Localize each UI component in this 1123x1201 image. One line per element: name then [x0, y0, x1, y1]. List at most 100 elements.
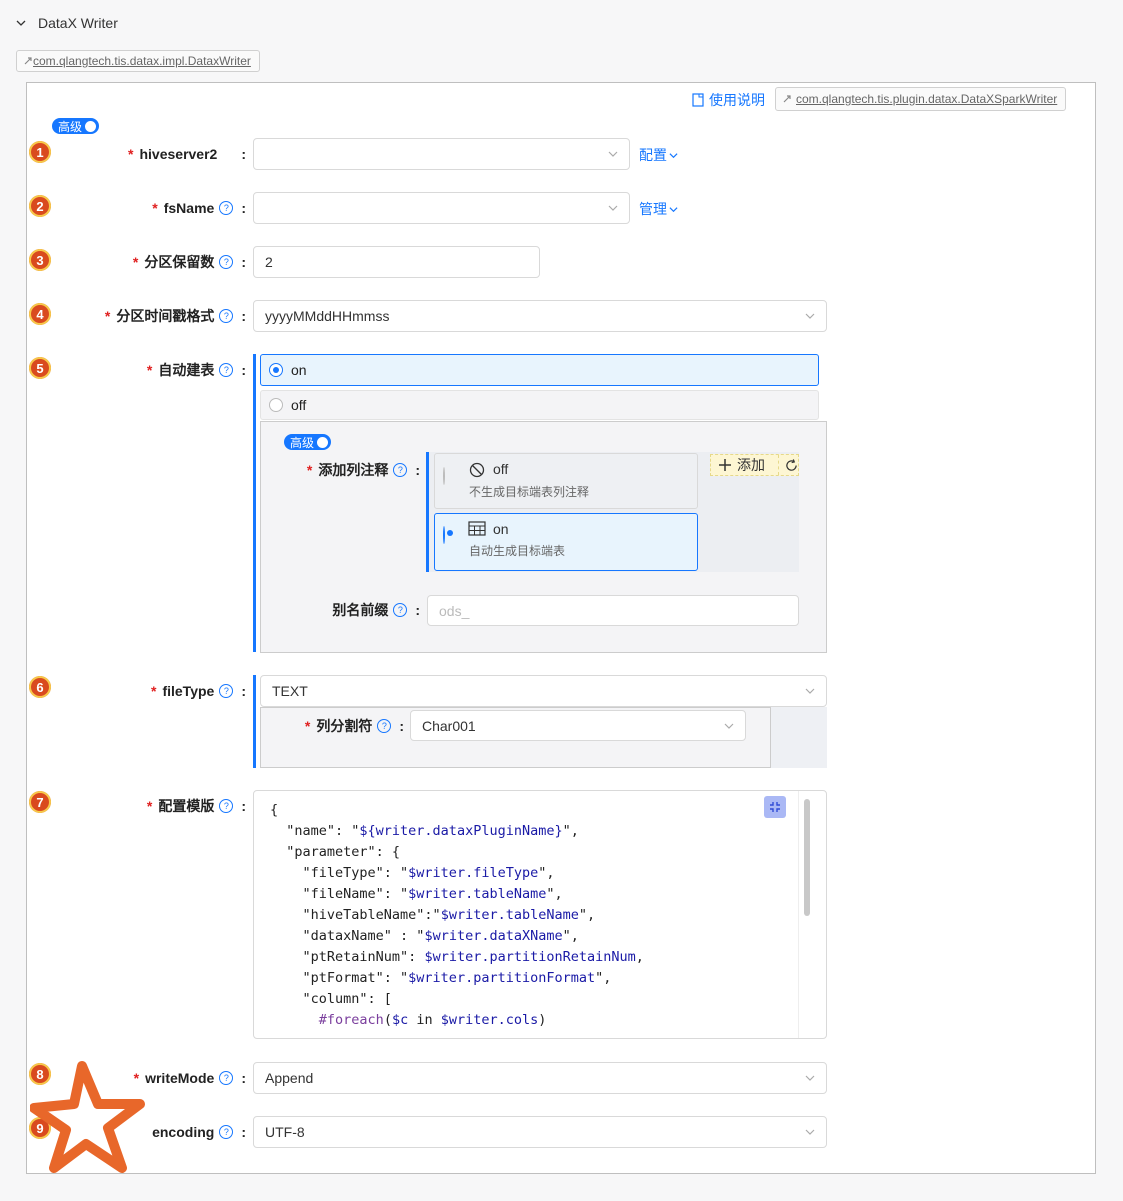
field-label-template: *配置模版?:	[146, 798, 246, 814]
label-text: writeMode	[145, 1070, 215, 1086]
section-header[interactable]: DataX Writer	[16, 12, 118, 34]
collapse-button[interactable]	[764, 796, 786, 818]
radio-button	[269, 398, 283, 412]
radio-button	[443, 526, 445, 544]
filetype-select[interactable]: TEXT	[260, 675, 827, 707]
hiveserver2-select[interactable]	[253, 138, 630, 170]
step-badge: 9	[29, 1117, 51, 1139]
input-value: 2	[265, 254, 273, 270]
help-icon[interactable]: ?	[219, 1125, 234, 1139]
label-text: hiveserver2	[139, 146, 218, 162]
field-label-hiveserver2: *hiveserver2:	[128, 146, 246, 162]
radio-button	[443, 467, 445, 485]
link-label: 管理	[639, 201, 667, 217]
label-text: 自动建表	[158, 362, 215, 378]
auto-create-option-on[interactable]: on	[260, 354, 819, 386]
advanced-label: 高级	[290, 435, 315, 450]
help-icon[interactable]: ?	[219, 684, 234, 698]
option-title: off	[493, 461, 509, 477]
comment-group-indicator	[426, 452, 429, 572]
usage-link[interactable]: 使用说明	[692, 90, 765, 110]
chevron-down-icon	[608, 205, 618, 211]
scrollbar-thumb[interactable]	[804, 799, 810, 916]
chevron-down-icon	[805, 313, 815, 319]
advanced-toggle-sub[interactable]: 高级	[284, 434, 332, 450]
partition-format-select[interactable]: yyyyMMddHHmmss	[253, 300, 827, 332]
usage-label: 使用说明	[709, 92, 765, 108]
add-label: 添加	[737, 457, 765, 473]
template-code-editor[interactable]: { "name": "${writer.dataxPluginName}", "…	[253, 790, 827, 1039]
step-badge: 2	[29, 195, 51, 217]
help-icon[interactable]: ?	[393, 463, 408, 477]
label-text: 分区保留数	[144, 254, 215, 270]
add-button-group: 添加	[710, 454, 799, 476]
plugin-class-link[interactable]: com.qlangtech.tis.plugin.datax.DataXSpar…	[775, 87, 1067, 111]
link-icon	[783, 95, 791, 103]
star-annotation-icon	[30, 1061, 145, 1173]
link-label: 配置	[639, 147, 667, 163]
select-value: TEXT	[272, 683, 308, 699]
toggle-knob	[85, 120, 97, 132]
option-label: on	[291, 362, 307, 378]
label-text: 添加列注释	[318, 462, 389, 478]
chevron-down-icon	[805, 1075, 815, 1081]
add-button[interactable]: 添加	[711, 455, 778, 475]
manage-dropdown-link[interactable]: 管理	[639, 199, 678, 219]
help-icon[interactable]: ?	[219, 255, 234, 269]
chevron-down-icon	[669, 152, 678, 158]
partition-retain-input[interactable]: 2	[253, 246, 540, 278]
step-badge: 5	[29, 357, 51, 379]
label-text: 分区时间戳格式	[116, 308, 215, 324]
column-separator-select[interactable]: Char001	[410, 710, 746, 741]
option-desc: 自动生成目标端表	[469, 544, 566, 558]
step-badge: 1	[29, 141, 51, 163]
label-text: encoding	[152, 1124, 215, 1140]
toggle-knob	[317, 436, 329, 448]
help-icon[interactable]: ?	[393, 603, 408, 617]
plugin-class-text: com.qlangtech.tis.plugin.datax.DataXSpar…	[796, 92, 1058, 106]
encoding-select[interactable]: UTF-8	[253, 1116, 827, 1148]
config-dropdown-link[interactable]: 配置	[639, 145, 678, 165]
document-icon	[692, 93, 704, 107]
chevron-down-icon	[669, 206, 678, 212]
step-badge: 3	[29, 249, 51, 271]
comment-option-off[interactable]: off 不生成目标端表列注释	[434, 453, 698, 509]
writemode-select[interactable]: Append	[253, 1062, 827, 1094]
reload-button[interactable]	[778, 455, 798, 475]
advanced-toggle[interactable]: 高级	[52, 118, 100, 134]
chevron-down-icon	[608, 151, 618, 157]
group-indicator	[253, 354, 256, 652]
select-value: yyyyMMddHHmmss	[265, 308, 390, 324]
help-icon[interactable]: ?	[219, 1071, 234, 1085]
fsname-select[interactable]	[253, 192, 630, 224]
field-label-auto-create: *自动建表?:	[146, 362, 246, 378]
field-label-filetype: *fileType?:	[151, 683, 246, 699]
step-badge: 4	[29, 303, 51, 325]
help-icon[interactable]: ?	[219, 309, 234, 323]
help-icon[interactable]: ?	[219, 363, 234, 377]
help-icon[interactable]: ?	[219, 799, 234, 813]
label-text: fileType	[162, 683, 215, 699]
plus-icon	[719, 459, 731, 471]
field-label-encoding: encoding?:	[152, 1124, 246, 1140]
ban-icon	[469, 462, 485, 478]
writer-class-link[interactable]: com.qlangtech.tis.datax.impl.DataxWriter	[16, 50, 260, 72]
field-label-column-separator: *列分割符?:	[304, 718, 404, 734]
comment-option-on[interactable]: on 自动生成目标端表	[434, 513, 698, 571]
field-label-partition-format: *分区时间戳格式?:	[104, 308, 246, 324]
table-icon	[468, 521, 486, 536]
compress-icon	[770, 802, 780, 812]
code-content: { "name": "${writer.dataxPluginName}", "…	[270, 802, 644, 1028]
field-label-writemode: *writeMode?:	[133, 1070, 246, 1086]
help-icon[interactable]: ?	[219, 201, 234, 215]
option-title: on	[493, 521, 509, 537]
select-value: Append	[265, 1070, 314, 1086]
label-text: 配置模版	[158, 798, 215, 814]
label-text: 别名前缀	[332, 602, 389, 618]
alias-prefix-input[interactable]: ods_	[427, 595, 799, 626]
field-label-partition-retain: *分区保留数?:	[132, 254, 246, 270]
auto-create-option-off[interactable]: off	[260, 390, 819, 420]
help-icon[interactable]: ?	[377, 719, 392, 733]
reload-icon	[786, 458, 797, 471]
field-label-fsname: *fsName?:	[152, 200, 246, 216]
